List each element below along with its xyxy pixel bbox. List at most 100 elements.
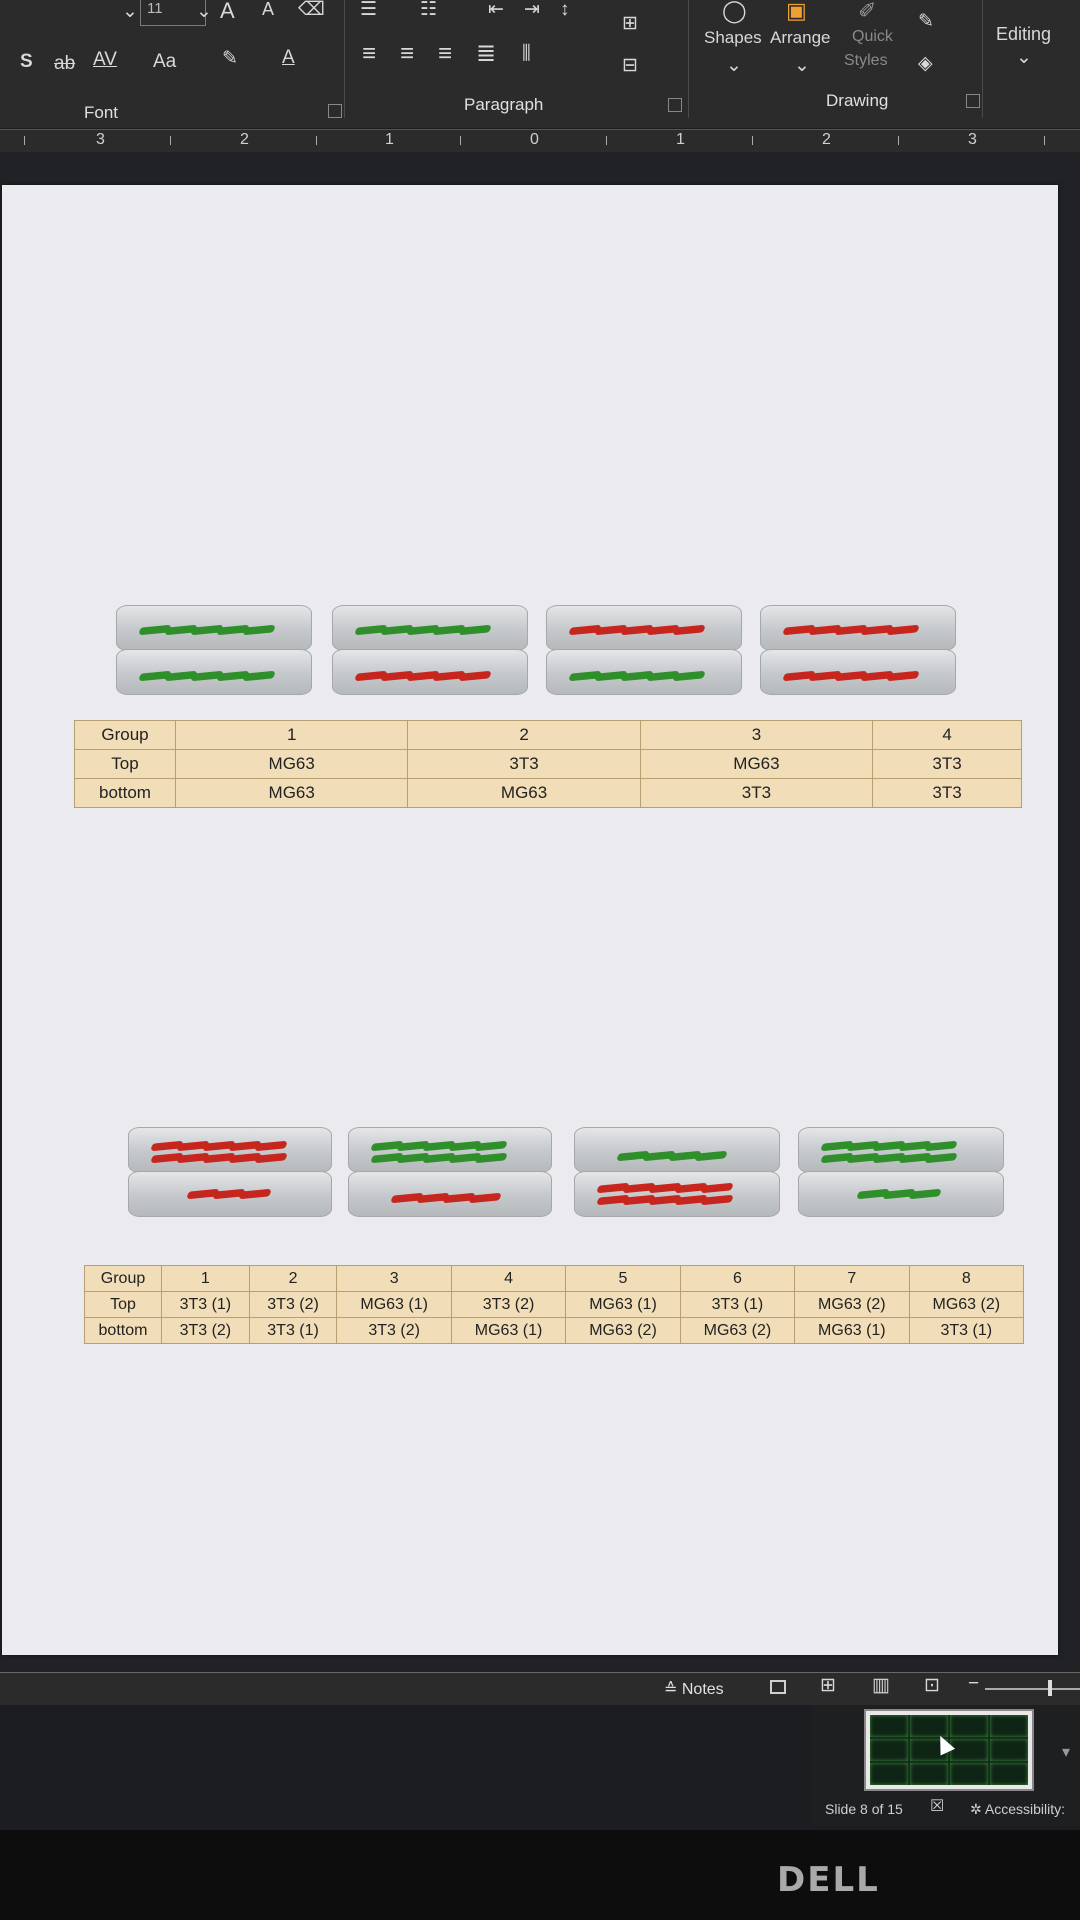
dish-lid <box>574 1127 780 1173</box>
ribbon: 11 ⌄ ⌄ A A ⌫ S ab AV Aa ✎ A Font ☰ ☷ ⇤ ⇥… <box>0 0 1080 128</box>
arrange-dropdown-chevron-icon[interactable]: ⌄ <box>794 55 810 76</box>
clear-formatting-icon[interactable]: ⌫ <box>298 0 325 20</box>
table-cell: 3T3 (1) <box>908 1317 1025 1344</box>
notes-label: Notes <box>681 1681 724 1698</box>
table-cell: 2 <box>407 720 641 750</box>
accessibility-status[interactable]: ✲ Accessibility: <box>970 1801 1065 1817</box>
red-cells <box>388 1189 504 1204</box>
culture-dish[interactable] <box>574 1127 780 1219</box>
strikethrough-button[interactable]: ab <box>54 53 76 74</box>
spelling-check-icon[interactable]: ☒ <box>930 1798 945 1815</box>
group-table-1[interactable]: Group 1 2 3 4 Top MG63 3T3 MG63 3T3 bott… <box>74 720 1022 808</box>
table-header-row: Group 1 2 3 4 5 6 7 8 <box>84 1265 1025 1292</box>
thumbnail-tile <box>870 1739 908 1761</box>
ruler-number: 2 <box>240 131 249 148</box>
numbering-icon[interactable]: ☷ <box>420 0 438 20</box>
notes-button[interactable]: ≙ Notes <box>664 1681 724 1698</box>
table-cell: MG63 <box>639 749 874 779</box>
green-cells <box>368 1149 522 1164</box>
red-cells <box>352 667 506 682</box>
decrease-indent-icon[interactable]: ⇤ <box>488 0 504 20</box>
table-cell: 3T3 (2) <box>161 1317 250 1344</box>
table-cell: 1 <box>161 1265 250 1292</box>
font-size-dropdown-chevron-icon[interactable]: ⌄ <box>196 1 212 22</box>
slide-show-icon[interactable]: ⊡ <box>924 1675 940 1696</box>
character-spacing-button[interactable]: AV <box>93 49 117 70</box>
culture-dish[interactable] <box>348 1127 552 1219</box>
table-cell: 8 <box>908 1265 1025 1292</box>
zoom-slider-thumb[interactable] <box>1048 1680 1052 1696</box>
shrink-font-button[interactable]: A <box>262 0 275 19</box>
shapes-icon[interactable]: ◯ <box>722 0 747 23</box>
font-name-dropdown-chevron-icon[interactable]: ⌄ <box>122 1 138 22</box>
ruler-number: 3 <box>96 131 105 148</box>
red-cells <box>566 621 720 636</box>
thumbnail-tile <box>870 1763 908 1785</box>
table-cell: MG63 <box>174 749 409 779</box>
bullets-icon[interactable]: ☰ <box>360 0 378 20</box>
normal-view-icon[interactable] <box>770 1680 786 1694</box>
paragraph-dialog-launcher-icon[interactable] <box>668 98 682 112</box>
table-cell: Group <box>84 1265 162 1292</box>
align-left-icon[interactable]: ≡ <box>362 40 377 67</box>
thumbnail-tile <box>950 1763 988 1785</box>
drawing-dialog-launcher-icon[interactable] <box>966 94 980 108</box>
slide-sorter-icon[interactable]: ⊞ <box>820 1675 836 1696</box>
quick-styles-button[interactable]: Quick <box>852 28 893 45</box>
change-case-button[interactable]: Aa <box>153 51 177 72</box>
table-cell: 3T3 (2) <box>248 1291 338 1318</box>
ruler-tick <box>316 136 317 145</box>
editing-dropdown-chevron-icon[interactable]: ⌄ <box>1016 47 1032 68</box>
culture-dish[interactable] <box>760 605 956 697</box>
table-row: Top 3T3 (1) 3T3 (2) MG63 (1) 3T3 (2) MG6… <box>84 1291 1025 1318</box>
table-cell: MG63 (1) <box>450 1317 567 1344</box>
green-cells <box>614 1147 738 1162</box>
shapes-button[interactable]: Shapes <box>704 28 762 47</box>
table-cell: Group <box>74 720 176 750</box>
culture-dish[interactable] <box>128 1127 332 1219</box>
ruler-tick <box>606 136 607 145</box>
table-cell: MG63 (2) <box>908 1291 1025 1318</box>
culture-dish[interactable] <box>116 605 312 697</box>
table-cell: 3T3 <box>872 778 1022 808</box>
text-shadow-button[interactable]: S <box>20 51 33 72</box>
table-cell: 4 <box>872 720 1022 750</box>
grow-font-button[interactable]: A <box>220 0 235 23</box>
justify-icon[interactable]: ≣ <box>476 40 497 67</box>
quick-styles-icon[interactable]: ✐ <box>858 0 877 23</box>
accessibility-label: Accessibility: <box>984 1801 1065 1817</box>
highlight-pen-icon[interactable]: ✎ <box>222 48 238 69</box>
slide-thumbnail[interactable] <box>864 1709 1034 1791</box>
shape-outline-icon[interactable]: ◈ <box>918 53 933 74</box>
line-spacing-icon[interactable]: ↕ <box>560 0 570 20</box>
slide-canvas[interactable]: Group 1 2 3 4 Top MG63 3T3 MG63 3T3 bott… <box>2 185 1058 1655</box>
green-cells <box>136 621 290 636</box>
font-color-button[interactable]: A <box>282 47 295 68</box>
align-right-icon[interactable]: ≡ <box>438 40 453 67</box>
horizontal-ruler[interactable]: 3 2 1 0 1 2 3 <box>0 129 1080 153</box>
text-direction-icon[interactable]: ⊞ <box>622 13 638 34</box>
arrange-button[interactable]: Arrange <box>770 28 831 47</box>
culture-dish[interactable] <box>546 605 742 697</box>
arrange-icon[interactable]: ▣ <box>786 0 807 23</box>
reading-view-icon[interactable]: ▥ <box>872 1675 890 1696</box>
culture-dish[interactable] <box>332 605 528 697</box>
zoom-slider[interactable] <box>985 1688 1080 1690</box>
ruler-tick <box>170 136 171 145</box>
scroll-down-icon[interactable]: ▾ <box>1062 1744 1071 1761</box>
increase-indent-icon[interactable]: ⇥ <box>524 0 540 20</box>
font-dialog-launcher-icon[interactable] <box>328 104 342 118</box>
zoom-out-icon[interactable]: − <box>968 1673 980 1694</box>
columns-icon[interactable]: ⫼ <box>522 43 531 64</box>
font-size-box[interactable]: 11 <box>140 0 206 26</box>
ruler-number: 1 <box>385 131 394 148</box>
culture-dish[interactable] <box>798 1127 1004 1219</box>
group-table-2[interactable]: Group 1 2 3 4 5 6 7 8 Top 3T3 (1) 3T3 (2… <box>84 1265 1025 1344</box>
thumbnail-tile <box>910 1763 948 1785</box>
shape-fill-icon[interactable]: ✎ <box>918 11 934 32</box>
editing-button[interactable]: Editing <box>996 24 1052 44</box>
align-center-icon[interactable]: ≡ <box>400 40 415 67</box>
align-text-icon[interactable]: ⊟ <box>622 55 638 76</box>
dish-base <box>574 1171 780 1217</box>
shapes-dropdown-chevron-icon[interactable]: ⌄ <box>726 55 742 76</box>
